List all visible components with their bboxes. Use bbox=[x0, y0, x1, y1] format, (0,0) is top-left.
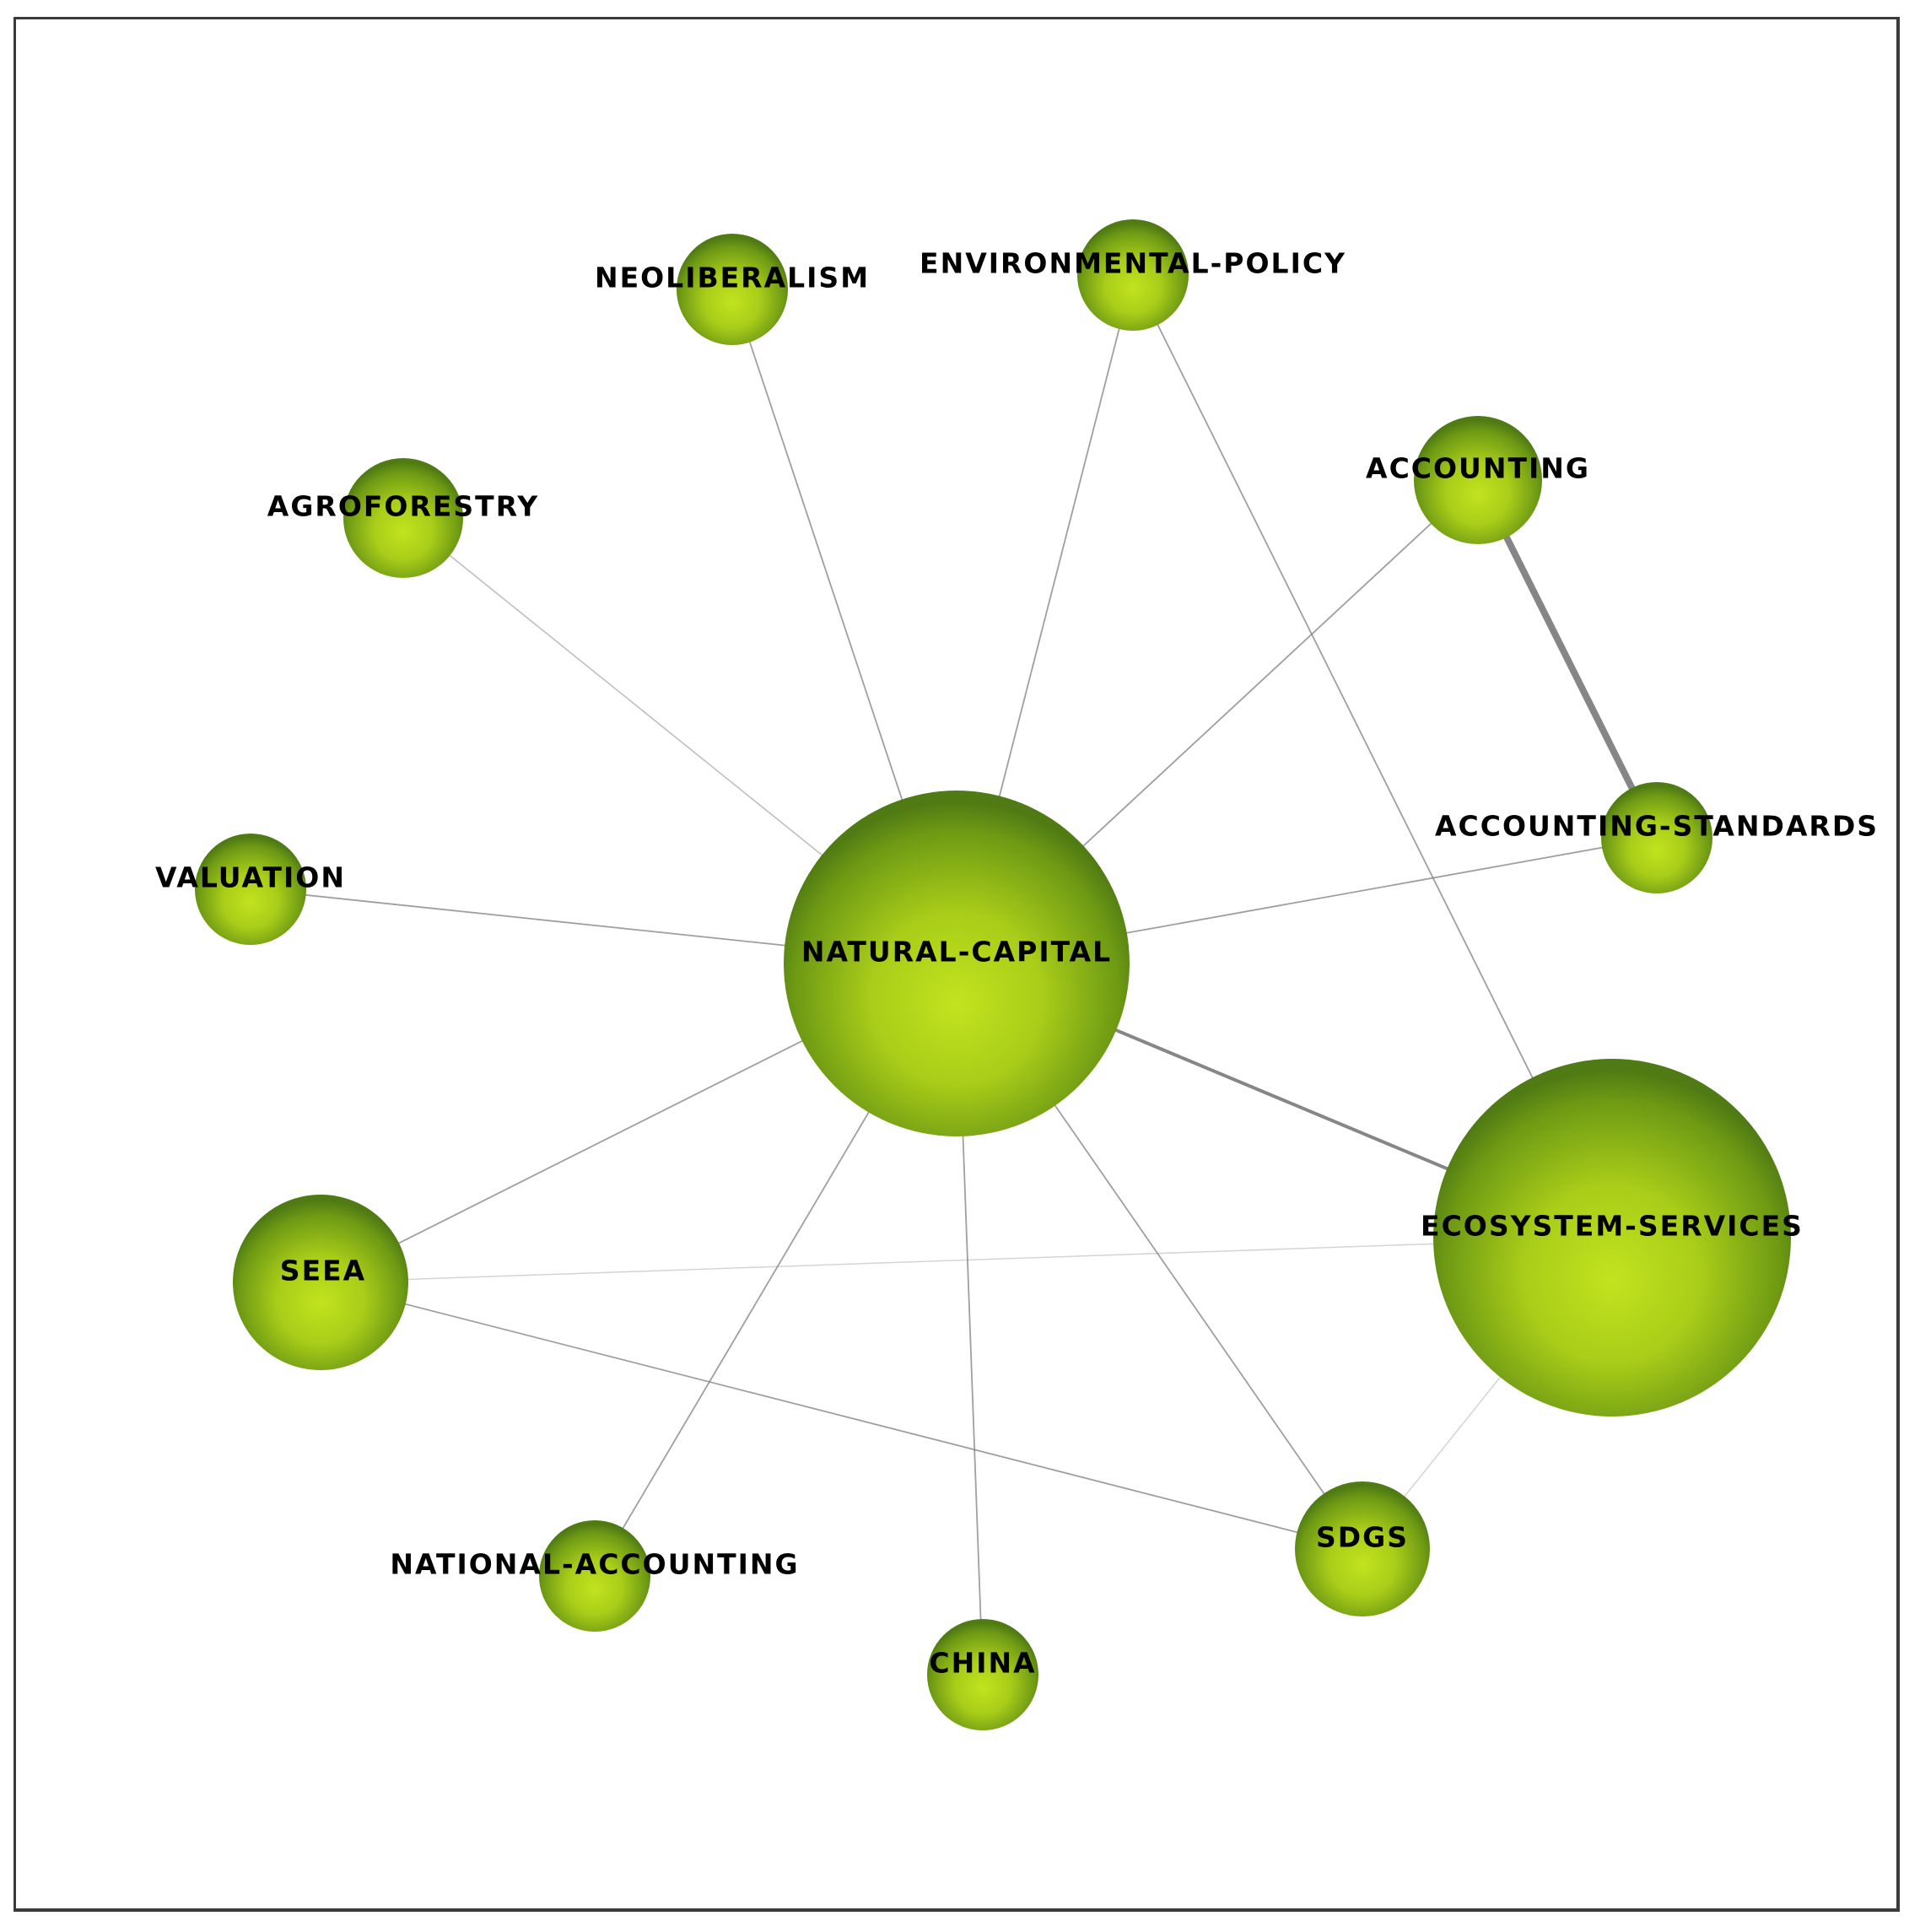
node-label-natural-capital: NATURAL-CAPITAL bbox=[801, 936, 1112, 969]
edge-seea-ecosystem-services bbox=[320, 1237, 1613, 1283]
node-label-accounting: ACCOUNTING bbox=[1366, 452, 1590, 485]
node-natural-capital[interactable] bbox=[784, 791, 1130, 1136]
node-label-agroforestry: AGROFORESTRY bbox=[267, 490, 539, 523]
edge-accounting-accounting-standards bbox=[1475, 478, 1660, 839]
node-accounting[interactable] bbox=[1414, 416, 1542, 544]
node-labels: NATURAL-CAPITAL ECOSYSTEM-SERVICES SEEA SDG… bbox=[155, 247, 1879, 1680]
node-sdgs[interactable] bbox=[1295, 1481, 1430, 1616]
node-label-seea: SEEA bbox=[280, 1255, 366, 1287]
edge-seea-sdgs bbox=[320, 1282, 1363, 1550]
node-china[interactable] bbox=[927, 1619, 1038, 1730]
node-label-environmental-policy: ENVIRONMENTAL-POLICY bbox=[920, 247, 1346, 280]
node-label-valuation: VALUATION bbox=[155, 861, 346, 894]
node-valuation[interactable] bbox=[195, 834, 306, 945]
node-label-national-accounting: NATIONAL-ACCOUNTING bbox=[390, 1548, 799, 1581]
edge-environmental-policy-ecosystem-services bbox=[1132, 274, 1613, 1239]
node-accounting-standards[interactable] bbox=[1601, 782, 1712, 893]
node-label-neoliberalism: NEOLIBERALISM bbox=[595, 262, 870, 294]
node-agroforestry[interactable] bbox=[343, 458, 463, 578]
nodes bbox=[195, 219, 1791, 1730]
node-label-china: CHINA bbox=[929, 1647, 1036, 1680]
node-ecosystem-services[interactable] bbox=[1433, 1059, 1791, 1417]
node-label-ecosystem-services: ECOSYSTEM-SERVICES bbox=[1421, 1210, 1804, 1243]
node-neoliberalism[interactable] bbox=[677, 234, 788, 345]
node-seea[interactable] bbox=[233, 1195, 408, 1370]
node-national-accounting[interactable] bbox=[539, 1520, 650, 1632]
node-label-sdgs: SDGS bbox=[1316, 1521, 1409, 1554]
node-environmental-policy[interactable] bbox=[1077, 219, 1189, 331]
node-label-accounting-standards: ACCOUNTING-STANDARDS bbox=[1435, 810, 1879, 843]
